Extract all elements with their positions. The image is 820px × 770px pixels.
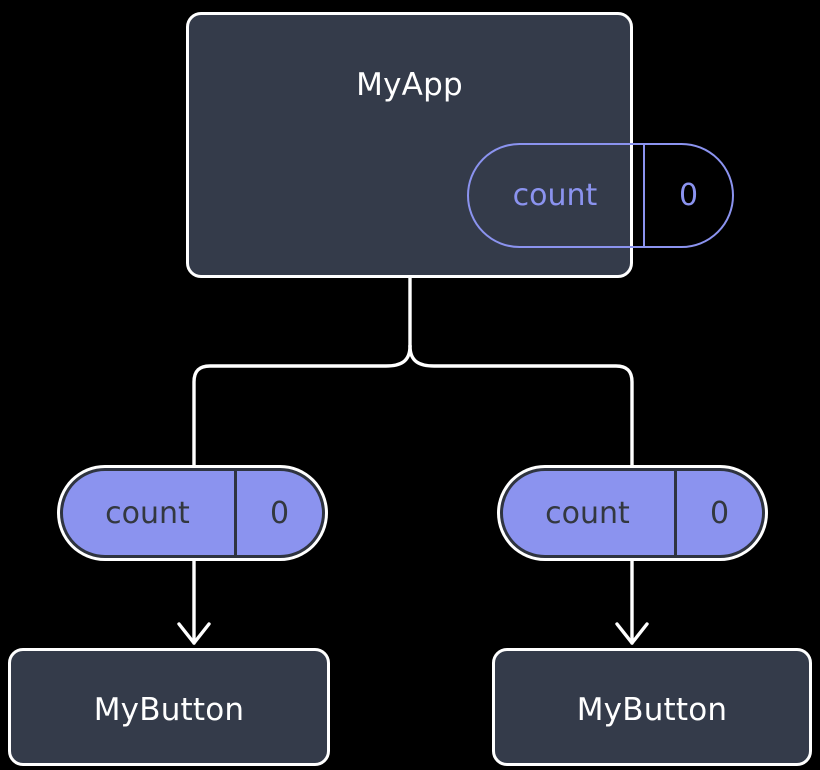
component-mybutton-left[interactable]: MyButton (8, 648, 330, 766)
connector-branch-left (192, 344, 412, 470)
component-mybutton-right-title: MyButton (576, 692, 728, 728)
component-mybutton-right[interactable]: MyButton (492, 648, 812, 766)
component-myapp[interactable]: MyApp count 0 (186, 12, 734, 278)
state-pill-left-value: 0 (234, 471, 322, 555)
component-mybutton-left-title: MyButton (93, 692, 245, 728)
connector-arrow-left-head (177, 622, 211, 645)
state-pill-right-value: 0 (674, 471, 762, 555)
state-pill-right-key: count (545, 495, 630, 531)
connector-arrow-right-head (615, 622, 649, 645)
state-pill-myapp-key: count (512, 178, 598, 213)
state-pill-left-key: count (105, 495, 190, 531)
state-pill-myapp-value: 0 (643, 145, 732, 246)
connector-branch-right (408, 344, 634, 470)
state-pill-left[interactable]: count 0 (60, 468, 325, 558)
component-myapp-title: MyApp (356, 67, 463, 103)
state-pill-right[interactable]: count 0 (500, 468, 765, 558)
state-pill-myapp[interactable]: count 0 (467, 143, 734, 248)
